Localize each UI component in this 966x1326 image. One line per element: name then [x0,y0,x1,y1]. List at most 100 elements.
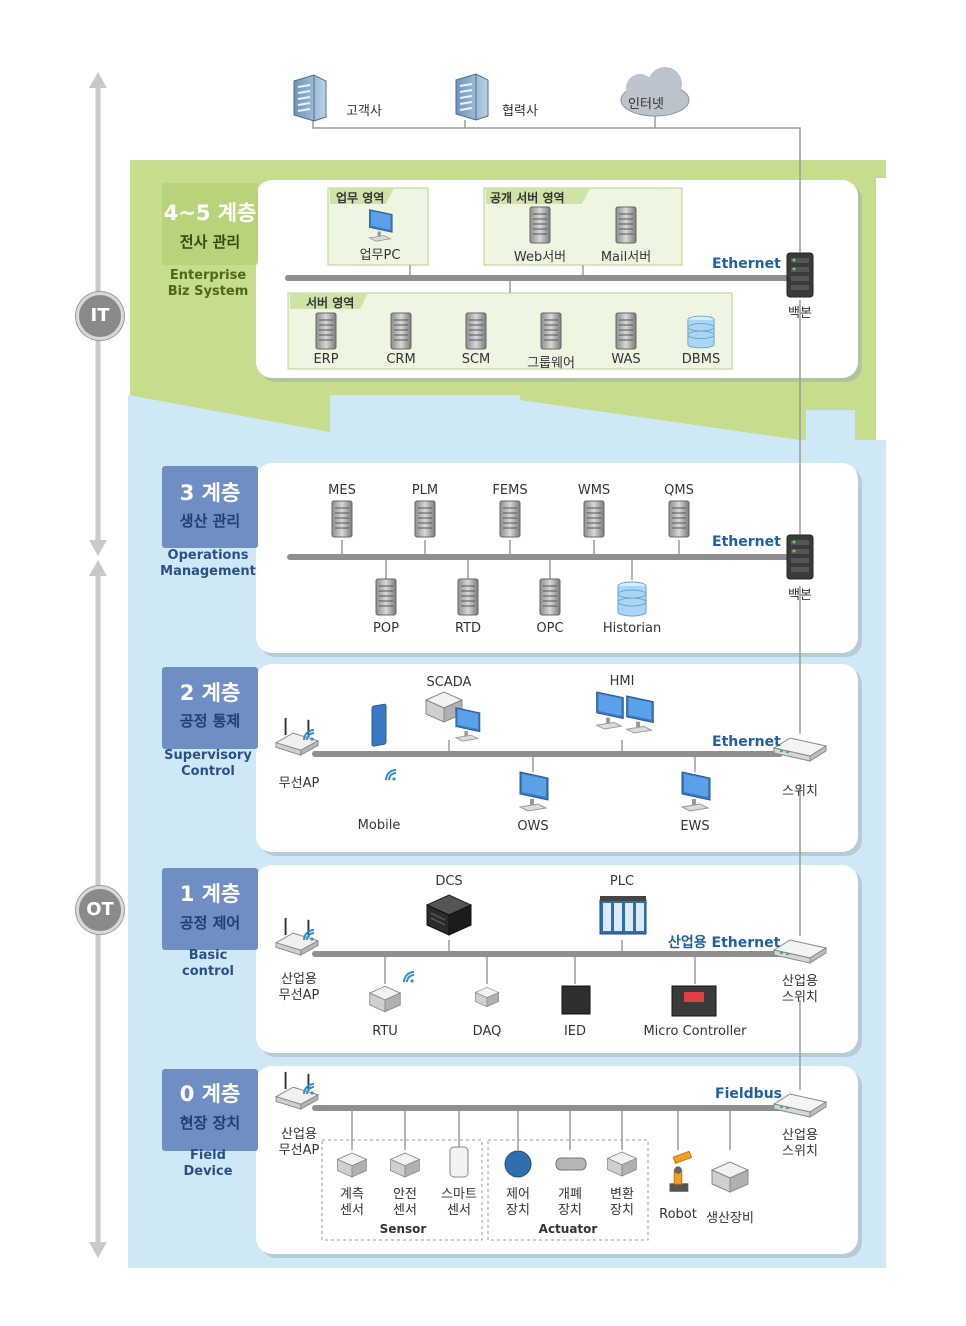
dcs-label: DCS [435,874,463,889]
level1-switch-label: 산업용 스위치 [782,974,818,1006]
internet-cloud-icon [620,67,690,117]
internet-label: 인터넷 [628,97,664,112]
level3-level-box [162,466,258,548]
ot-badge-text: OT [86,899,114,920]
scada-label: SCADA [426,675,472,690]
zone-work-tab [330,188,394,204]
customer-label: 고객사 [346,104,382,119]
ops-bottom-server-icon-2 [539,578,561,616]
valve-actuator-icon [555,1157,587,1171]
ied-device-icon [561,985,591,1015]
ops-top-server-icon-2 [499,500,521,538]
level3-network-label: Ethernet [712,534,781,550]
dbms-database-icon [687,315,715,349]
mail-server-icon [615,206,637,244]
level0-english: Field Device [148,1148,268,1180]
level45-level-box [162,183,258,265]
zone-server-box [287,292,733,370]
level1-name: 공정 제어 [179,914,241,932]
actuator-open-close-label: 개폐 장치 [558,1187,582,1219]
level1-level-box [162,868,258,950]
zone-public-tab [486,188,590,204]
rtd-label: RTD [454,621,482,636]
zone-public-label: 공개 서버 영역 [490,191,565,205]
level3-english-line2: Management [160,564,256,579]
sensor-measure-line1: 계측 [340,1187,364,1202]
enterprise-server-icon-0 [315,312,337,350]
mobile-label: Mobile [357,818,401,833]
level0-number: 0 계층 [179,1082,241,1106]
ops-top-server-icon-0 [331,500,353,538]
level1-switch-label-line1: 산업용 [782,974,818,989]
ot-badge: OT [76,886,124,934]
level2-level-box [162,667,258,749]
actuator-control-line1: 제어 [506,1187,530,1202]
actuator-open-close-line2: 장치 [558,1203,582,1218]
level2-network-label: Ethernet [712,734,781,750]
it-badge-text: IT [90,305,110,326]
level2-english-line1: Supervisory [164,748,252,763]
ows-label: OWS [517,819,549,834]
level2-panel [256,664,858,852]
actuator-convert-label: 변환 장치 [610,1187,634,1219]
level45-number: 4~5 계층 [163,201,257,225]
web-server-icon [529,206,551,244]
opc-label: OPC [536,621,564,636]
work-pc-label: 업무PC [359,248,401,263]
ops-top-server-icon-1 [414,500,436,538]
actuator-group-box [487,1139,649,1241]
level0-switch-label-line1: 산업용 [782,1128,818,1143]
server-erp-label: ERP [313,352,339,367]
actuator-control-line2: 장치 [506,1203,530,1218]
plm-label: PLM [411,483,439,498]
level0-level-box [162,1069,258,1151]
level1-english-line2: control [182,964,234,979]
level3-backbone-icon [786,534,814,580]
level45-english-line1: Enterprise [169,268,247,283]
sensor-measure-line2: 센서 [340,1203,364,1218]
plc-label: PLC [609,874,635,889]
level0-switch-label: 산업용 스위치 [782,1128,818,1160]
enterprise-server-icon-3 [540,312,562,350]
production-equipment-label: 생산장비 [706,1211,754,1226]
level45-english-line2: Biz System [167,284,249,299]
level1-ap-label-line1: 산업용 [281,972,317,987]
control-actuator-icon [504,1150,532,1178]
partner-label: 협력사 [502,104,538,119]
cloud-puff-left [626,74,654,102]
partner-building-icon [454,72,490,122]
actuator-group-label: Actuator [538,1222,598,1236]
enterprise-server-icon-1 [390,312,412,350]
sensor-safety-line2: 센서 [393,1203,417,1218]
web-server-label: Web서버 [513,250,567,265]
level3-english: Operations Management [148,548,268,580]
level1-ap-label-line2: 무선AP [278,988,320,1003]
robot-label: Robot [659,1207,697,1222]
level45-backbone-label: 백본 [788,306,812,321]
actuator-convert-line1: 변환 [610,1187,634,1202]
level0-switch-label-line2: 스위치 [782,1144,818,1159]
historian-label: Historian [602,621,662,636]
ops-bottom-server-icon-1 [457,578,479,616]
sensor-safety-line1: 안전 [393,1187,417,1202]
level0-network-label: Fieldbus [715,1086,782,1102]
zone-server-tab [290,293,368,309]
pop-label: POP [373,621,399,636]
customer-building-icon [292,73,328,122]
external-link [312,120,801,252]
mes-label: MES [328,483,356,498]
level3-number: 3 계층 [179,481,241,505]
level45-english: Enterprise Biz System [148,268,268,300]
sensor-group-label: Sensor [379,1222,427,1236]
enterprise-server-icon-4 [615,312,637,350]
rtu-label: RTU [372,1024,398,1039]
ops-bottom-server-icon-0 [375,578,397,616]
actuator-open-close-line1: 개폐 [558,1187,582,1202]
server-scm-label: SCM [461,352,491,367]
sensor-group-box [321,1139,483,1241]
actuator-control-label: 제어 장치 [506,1187,530,1219]
level0-ap-label-line1: 산업용 [281,1127,317,1142]
ops-top-server-icon-3 [583,500,605,538]
micro-controller-label: Micro Controller [643,1024,747,1039]
